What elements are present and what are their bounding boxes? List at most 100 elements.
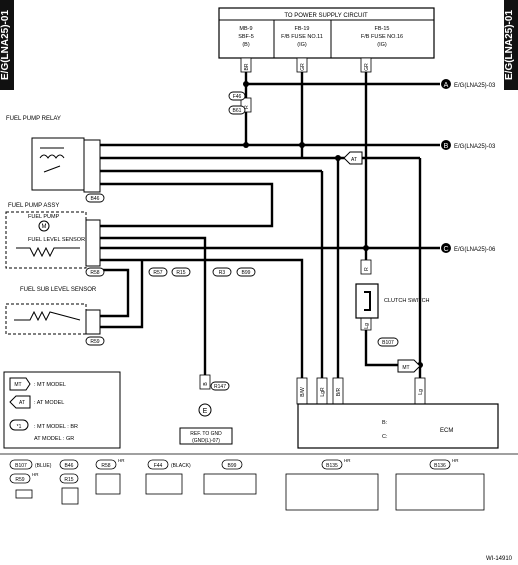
legend-star-text: : MT MODEL : BR [34,424,78,430]
ground-ref: REF. TO GND [190,431,222,437]
legend-at-tag: AT [19,400,25,406]
level-sensor-resistor [16,246,80,258]
ref-a: A [441,79,451,89]
conn-r59: R59 [90,339,99,345]
ps-col1-code: (B) [242,42,250,48]
footer-b136-hr: HR [452,458,459,463]
footer-b135-hr: HR [344,458,351,463]
ps-col1-line1: MB-9 [239,26,252,32]
conn-b107: B107 [382,340,394,346]
footer-r15: R15 [64,477,73,483]
legend-at-text: : AT MODEL [34,400,64,406]
wire-tags [199,57,426,405]
tag-lgr-ecm: LgR [320,387,326,397]
tag-r: R [244,105,250,109]
sub-level-label: FUEL SUB LEVEL SENSOR [20,287,97,293]
ps-col3-code: (IG) [377,42,387,48]
legend-star-tag: *1 [17,424,22,430]
diagram-code: WI-14910 [486,556,513,562]
ref-a-text: E/G(LNA25)-03 [454,83,496,89]
ps-col2-line2: F/B FUSE NO.11 [281,34,323,40]
tag-r-clutch: R [364,267,370,271]
legend-star-text2: AT MODEL : GR [34,436,74,442]
mt-marker [397,359,421,373]
power-supply-box [218,7,435,59]
ref-c: C [441,243,451,253]
ref-b-text: E/G(LNA25)-03 [454,144,496,150]
ground-ref-box [179,427,233,445]
ecm-c-label: C: [382,434,388,440]
footer-b136: B136 [434,463,446,469]
ref-b: B [441,140,451,150]
pump-assy-label: FUEL PUMP ASSY [8,203,59,209]
footer-r59-hr: HR [32,472,39,477]
ref-a-letter: A [444,82,449,89]
power-supply-title: TO POWER SUPPLY CIRCUIT [284,13,368,19]
ground-code: (GND(L)-07) [192,438,220,444]
legend-mt-icon [9,377,31,391]
ecm-label: ECM [440,428,453,434]
ps-col3-line1: FB-15 [375,26,390,32]
tag-lg-ecm: Lg [418,389,424,395]
at-marker [343,151,363,165]
conn-b99: B99 [242,270,251,276]
sub-level-pins [85,309,101,335]
relay-coil [39,147,65,173]
ref-b-letter: B [444,143,449,150]
footer-b107: B107 [15,463,27,469]
sub-level-resistor [14,310,81,322]
tag-lg-clutch: Lg [364,323,370,329]
conn-b46: B46 [91,196,100,202]
tag-bw-ecm: B/W [300,387,306,397]
conn-r147: R147 [214,384,226,390]
clutch-switch-box [355,283,379,319]
legend-mt-tag: MT [14,382,21,388]
clutch-switch-contact [364,291,371,311]
conn-r15: R15 [176,270,185,276]
conn-r57: R57 [153,270,162,276]
footer-b99: B99 [228,463,237,469]
conn-r58: R58 [90,270,99,276]
footer-f44: F44 [154,463,163,469]
footer-connectors [9,459,485,511]
conn-r3: R3 [219,270,226,276]
footer-b46: B46 [65,463,74,469]
ecm-box [297,403,499,449]
ps-col3-line2: F/B FUSE NO.16 [361,34,403,40]
ref-c-letter: C [443,246,448,253]
ground-symbol [198,403,212,417]
mt-marker-text: MT [402,365,409,371]
pump-label: FUEL PUMP [28,214,60,220]
legend-star-icon [9,419,29,431]
wires [100,58,440,378]
footer-r58: R58 [101,463,110,469]
ecm-b-label: B: [382,420,388,426]
footer-r59: R59 [15,477,24,483]
tag-br-ecm: B/R [336,387,342,396]
footer-b135: B135 [326,463,338,469]
tag-br-top: BR [244,63,250,70]
footer-r58-hr: HR [118,458,125,463]
clutch-label: CLUTCH SWITCH [384,298,430,304]
relay-pins [83,139,101,193]
motor-symbol [38,220,50,232]
ground-label: E [203,408,208,415]
conn-f46: F46 [233,94,242,100]
at-marker-text: AT [351,157,357,163]
legend-at-icon [9,395,31,409]
relay-label: FUEL PUMP RELAY [6,116,61,122]
ps-col2-line1: FB-19 [295,26,310,32]
footer-b107-color: (BLUE) [35,463,52,469]
level-sensor-label: FUEL LEVEL SENSOR [28,237,85,243]
tag-gr-top: GR [300,63,306,71]
junctions [243,81,423,368]
tag-b-gnd: B [203,382,209,386]
footer-f44-color: (BLACK) [171,463,191,469]
conn-b61: B61 [233,108,242,114]
pump-pins [85,219,101,267]
ps-col1-line2: SBF-5 [238,34,254,40]
motor-label: M [42,224,47,230]
tag-gr-top2: GR [364,63,370,71]
